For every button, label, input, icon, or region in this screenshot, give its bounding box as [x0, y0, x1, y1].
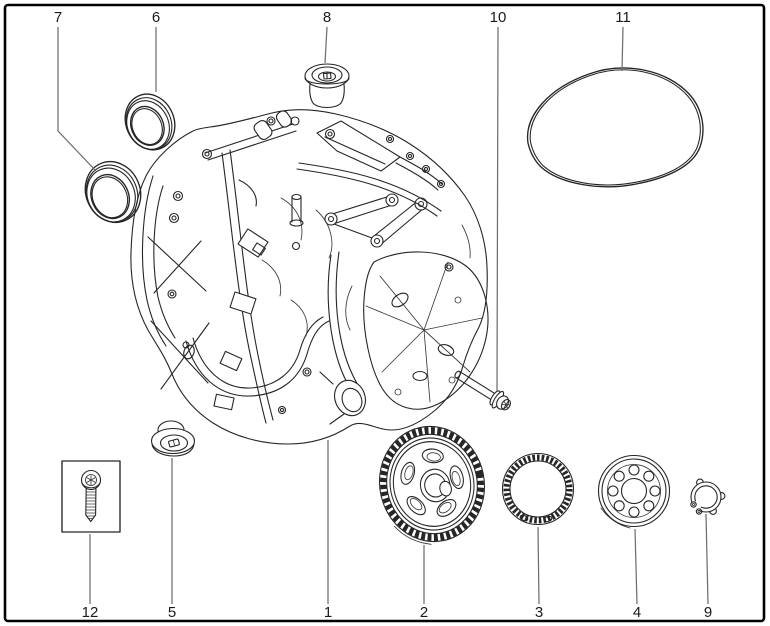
- callout-2-label[interactable]: 2: [420, 604, 428, 621]
- sensor-blocks: [213, 228, 269, 411]
- drain-plug-5-drawing: [150, 420, 196, 457]
- callout-10-leader: [496, 26, 499, 392]
- top-stud: [289, 193, 304, 227]
- oil-seal-7-drawing: [84, 160, 142, 224]
- snap-ring-9-drawing: [687, 478, 726, 517]
- callout-6[interactable]: 6: [152, 9, 160, 92]
- callout-9-label[interactable]: 9: [704, 604, 712, 621]
- output-boss: [319, 371, 367, 425]
- breather-fittings: [253, 110, 300, 140]
- callout-8-leader: [324, 26, 328, 64]
- upper-hose: [296, 162, 442, 217]
- screw-12-box: [61, 460, 121, 533]
- shift-linkage: [324, 193, 428, 248]
- case-mating-flange: [204, 123, 297, 424]
- callout-6-label[interactable]: 6: [152, 9, 160, 26]
- callout-4[interactable]: 4: [633, 528, 641, 621]
- screw-12-drawing: [80, 469, 102, 523]
- transaxle-case-drawing: [130, 109, 489, 445]
- differential-cover: [363, 251, 489, 410]
- callout-9[interactable]: 9: [704, 513, 712, 621]
- bolt-10-drawing: [454, 370, 511, 411]
- final-gear-2-drawing: [378, 425, 486, 545]
- callout-11-leader: [621, 26, 624, 72]
- callout-7[interactable]: 7: [54, 9, 97, 172]
- callout-11-label[interactable]: 11: [615, 9, 631, 26]
- callout-7-label[interactable]: 7: [54, 9, 62, 26]
- callout-1[interactable]: 1: [324, 440, 332, 621]
- callout-3-leader: [537, 526, 540, 605]
- callout-7-leader: [57, 27, 97, 172]
- callout-5[interactable]: 5: [168, 458, 176, 621]
- callout-2[interactable]: 2: [420, 545, 428, 621]
- case-outline: [130, 109, 488, 445]
- callout-9-leader: [705, 513, 709, 605]
- callout-11[interactable]: 11: [615, 9, 631, 72]
- clutch-pipe: [185, 251, 359, 397]
- ball-bearing-4-drawing: [597, 454, 671, 529]
- callout-3-label[interactable]: 3: [535, 604, 543, 621]
- bearing-balls: [607, 464, 661, 518]
- callout-8-label[interactable]: 8: [323, 9, 331, 26]
- callout-3[interactable]: 3: [535, 526, 543, 621]
- callout-12-label[interactable]: 12: [82, 604, 99, 621]
- breather-plug-8-drawing: [304, 63, 350, 109]
- callout-10-label[interactable]: 10: [490, 9, 507, 26]
- callouts-layer: 7 6 8 10 11 12 5 1: [54, 9, 712, 621]
- callout-5-label[interactable]: 5: [168, 604, 176, 621]
- reluctor-ring-3-drawing: [501, 452, 575, 526]
- callout-12[interactable]: 12: [82, 534, 99, 621]
- mount-bracket: [316, 120, 443, 191]
- case-detail-lines: [261, 197, 471, 337]
- pipe-fitting: [182, 341, 195, 360]
- gasket-11-drawing: [526, 67, 704, 188]
- callout-10[interactable]: 10: [490, 9, 507, 392]
- diagram-border: [3, 3, 766, 623]
- callout-4-label[interactable]: 4: [633, 604, 641, 621]
- bell-housing-ribs: [147, 179, 257, 390]
- gear-cutouts: [400, 448, 464, 517]
- callout-1-label[interactable]: 1: [324, 604, 332, 621]
- bell-housing-contours: [141, 175, 176, 347]
- callout-4-leader: [634, 528, 638, 605]
- bolt-bosses: [167, 116, 454, 415]
- callout-8[interactable]: 8: [323, 9, 331, 64]
